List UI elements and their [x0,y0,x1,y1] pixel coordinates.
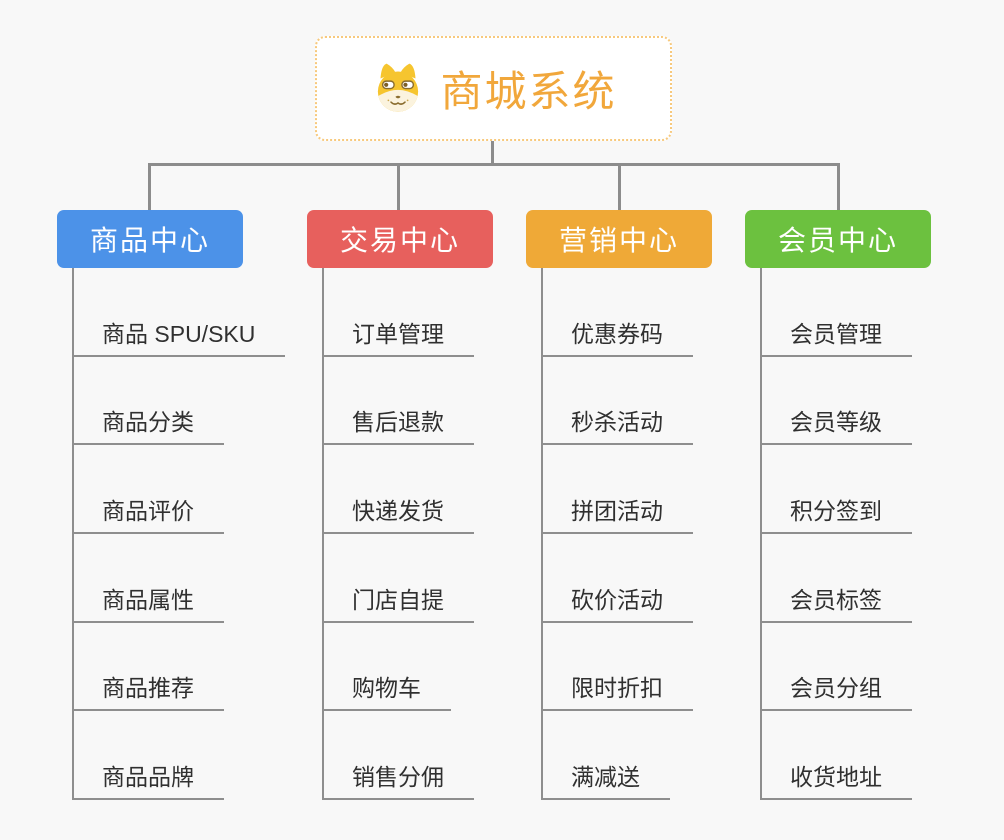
leaf-topic[interactable]: 限时折扣 [543,669,693,712]
branch-trade-center: 交易中心 订单管理 售后退款 快递发货 门店自提 购物车 销售分佣 [307,210,493,800]
doge-dog-icon [378,63,419,112]
connector-stub-1 [148,163,151,210]
leaf-topic[interactable]: 积分签到 [762,492,912,534]
leaf-node: 秒杀活动 [543,357,712,446]
branch-topic[interactable]: 会员中心 [745,210,931,268]
leaf-node: 商品品牌 [74,711,285,800]
connector-rail [149,163,839,166]
branch-topic[interactable]: 商品中心 [57,210,243,268]
leaf-node: 快递发货 [324,445,493,534]
branch-marketing-center: 营销中心 优惠券码 秒杀活动 拼团活动 砍价活动 限时折扣 满减送 [526,210,712,800]
leaf-node: 商品 SPU/SKU [74,268,286,357]
leaf-node: 收货地址 [762,711,931,800]
leaf-node: 门店自提 [324,534,493,623]
leaf-topic[interactable]: 会员分组 [762,669,912,712]
leaf-topic[interactable]: 购物车 [324,669,451,712]
leaf-node: 会员等级 [762,357,931,446]
branch-topic[interactable]: 营销中心 [526,210,712,268]
branch-children: 订单管理 售后退款 快递发货 门店自提 购物车 销售分佣 [322,268,493,800]
leaf-node: 售后退款 [324,357,493,446]
leaf-node: 限时折扣 [543,623,712,712]
leaf-node: 商品分类 [74,357,285,446]
branch-product-center: 商品中心 商品 SPU/SKU 商品分类 商品评价 商品属性 商品推荐 商品品牌 [57,210,286,800]
leaf-node: 拼团活动 [543,445,712,534]
leaf-topic[interactable]: 拼团活动 [543,492,693,534]
leaf-topic[interactable]: 快递发货 [324,492,474,534]
leaf-node: 销售分佣 [324,711,493,800]
leaf-node: 优惠券码 [543,268,712,357]
leaf-topic[interactable]: 秒杀活动 [543,403,693,446]
leaf-topic[interactable]: 会员等级 [762,403,912,446]
leaf-node: 会员标签 [762,534,931,623]
leaf-node: 满减送 [543,711,712,800]
leaf-node: 砍价活动 [543,534,712,623]
connector-stub-3 [618,163,621,210]
leaf-topic[interactable]: 商品属性 [74,581,224,623]
leaf-topic[interactable]: 收货地址 [762,758,912,800]
leaf-topic[interactable]: 会员标签 [762,581,912,623]
leaf-topic[interactable]: 售后退款 [324,403,474,446]
leaf-topic[interactable]: 订单管理 [324,315,474,357]
branch-children: 商品 SPU/SKU 商品分类 商品评价 商品属性 商品推荐 商品品牌 [72,268,286,800]
branch-children: 会员管理 会员等级 积分签到 会员标签 会员分组 收货地址 [760,268,931,800]
leaf-topic[interactable]: 优惠券码 [543,315,693,357]
leaf-topic[interactable]: 商品分类 [74,403,224,446]
leaf-topic[interactable]: 满减送 [543,758,670,800]
connector-stub-4 [837,163,840,210]
leaf-topic[interactable]: 门店自提 [324,581,474,623]
connector-stub-2 [397,163,400,210]
branch-children: 优惠券码 秒杀活动 拼团活动 砍价活动 限时折扣 满减送 [541,268,712,800]
leaf-node: 积分签到 [762,445,931,534]
leaf-topic[interactable]: 商品品牌 [74,758,224,800]
leaf-node: 商品评价 [74,445,285,534]
leaf-node: 商品属性 [74,534,285,623]
leaf-node: 购物车 [324,623,493,712]
root-topic-title: 商城系统 [440,68,617,115]
leaf-node: 会员管理 [762,268,931,357]
branch-member-center: 会员中心 会员管理 会员等级 积分签到 会员标签 会员分组 收货地址 [745,210,931,800]
leaf-topic[interactable]: 销售分佣 [324,758,474,800]
connector-root-stub [491,141,494,166]
leaf-node: 会员分组 [762,623,931,712]
branch-topic[interactable]: 交易中心 [307,210,493,268]
leaf-node: 商品推荐 [74,623,285,712]
leaf-node: 订单管理 [324,268,493,357]
leaf-topic[interactable]: 商品 SPU/SKU [74,315,286,357]
leaf-topic[interactable]: 商品推荐 [74,669,224,712]
leaf-topic[interactable]: 商品评价 [74,492,224,534]
leaf-topic[interactable]: 会员管理 [762,315,912,357]
root-topic[interactable]: 商城系统 [315,36,672,141]
leaf-topic[interactable]: 砍价活动 [543,581,693,623]
